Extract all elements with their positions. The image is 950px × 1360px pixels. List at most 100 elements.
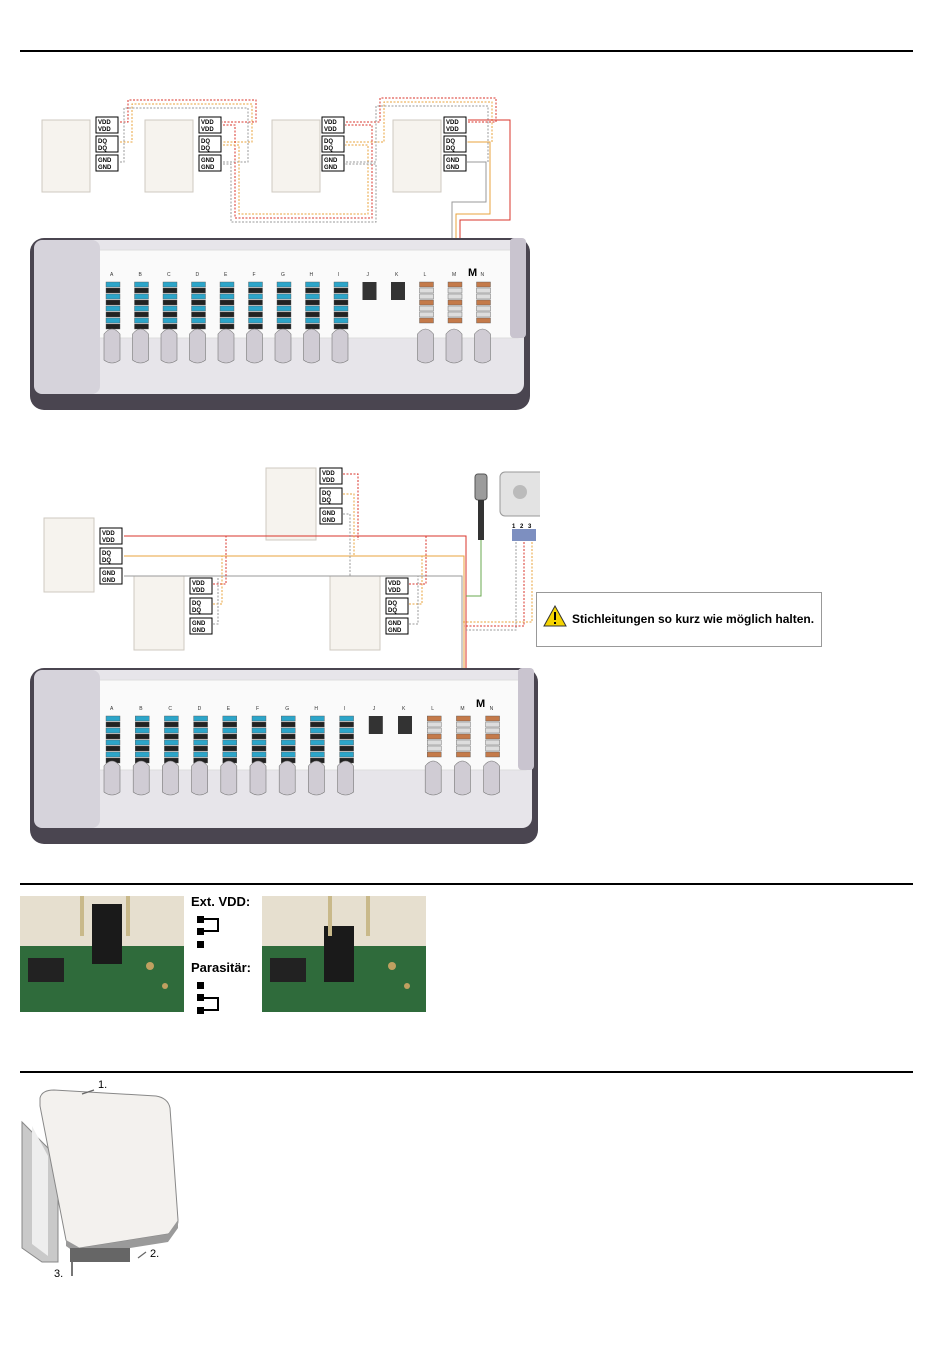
terminal-slot (456, 721, 471, 728)
terminal-label: GND (201, 158, 215, 164)
wiring-diagram-star: VDD VDD DQ DQ GND GND VDD VDD DQ DQ GND … (30, 467, 540, 844)
terminal-label: DQ (446, 139, 455, 145)
terminal-slot (219, 317, 235, 324)
step-label-1: 1. (98, 1079, 108, 1091)
valve-socket (424, 760, 442, 796)
terminal-slot (105, 745, 121, 752)
valve-socket (103, 760, 121, 796)
terminal-slot (134, 745, 150, 752)
terminal-label: DQ (324, 146, 333, 152)
terminal-slot (105, 727, 121, 734)
terminal-slot (476, 311, 491, 318)
terminal-slot (134, 727, 150, 734)
connector-block (391, 282, 405, 300)
terminal-slot (162, 317, 178, 324)
terminal-slot (105, 721, 121, 728)
terminal-slot (105, 293, 121, 300)
terminal-slot (105, 733, 121, 740)
terminal-slot (485, 715, 500, 722)
zone-letter: C (168, 706, 172, 712)
terminal-label: VDD (388, 581, 401, 587)
room-sensor-4 (392, 119, 442, 193)
section-divider-top (20, 50, 913, 52)
terminal-label: DQ (324, 139, 333, 145)
terminal-slot (222, 721, 238, 728)
terminal-slot (162, 323, 178, 330)
terminal-slot (281, 715, 296, 722)
connector-block (398, 716, 412, 734)
terminal-label: VDD (192, 588, 205, 594)
terminal-slot (191, 299, 206, 306)
terminal-slot (219, 323, 235, 330)
terminal-slot (476, 305, 491, 312)
terminal-slot (281, 751, 296, 758)
terminal-slot (447, 281, 463, 288)
sensor-wiring (124, 473, 533, 692)
terminal-slot (339, 727, 354, 734)
terminal-block-4: VDD VDD DQ DQ GND GND (443, 116, 467, 172)
terminal-label: VDD (98, 120, 111, 126)
terminal-label: VDD (201, 120, 214, 126)
terminal-slot (134, 299, 149, 306)
terminal-slot (339, 715, 354, 722)
terminal-label: DQ (446, 146, 455, 152)
zone-letter: K (395, 272, 399, 278)
terminal-label: GND (446, 158, 460, 164)
terminal-slot (248, 317, 263, 324)
terminal-slot (219, 281, 235, 288)
terminal-slot (276, 287, 292, 294)
room-sensor-2 (144, 119, 194, 193)
terminal-label: DQ (98, 146, 107, 152)
terminal-slot (105, 317, 121, 324)
terminal-label: VDD (98, 127, 111, 133)
terminal-slot (310, 745, 325, 752)
zone-letter: I (344, 706, 345, 712)
terminal-slot (339, 751, 354, 758)
zone-letter: G (281, 272, 285, 278)
terminal-slot (333, 293, 349, 300)
terminal-number: 1 (512, 524, 516, 530)
terminal-slot (476, 281, 491, 288)
terminal-slot (276, 311, 292, 318)
zone-letter: M (460, 706, 464, 712)
valve-socket (454, 760, 471, 796)
valve-socket (337, 760, 354, 796)
terminal-slot (281, 733, 296, 740)
terminal-slot (333, 311, 349, 318)
valve-socket (483, 760, 500, 796)
step-label-2: 2. (150, 1248, 160, 1260)
zone-letter: L (431, 706, 434, 712)
valve-socket (274, 328, 292, 364)
terminal-slot (219, 311, 235, 318)
terminal-slot (339, 745, 354, 752)
terminal-slot (305, 311, 320, 318)
terminal-slot (447, 287, 463, 294)
zone-letter: K (402, 706, 406, 712)
valve-socket (189, 328, 206, 364)
terminal-slot (251, 733, 267, 740)
terminal-slot (456, 745, 471, 752)
terminal-label: VDD (102, 538, 115, 544)
terminal-slot (419, 305, 434, 312)
terminal-slot (419, 287, 434, 294)
terminal-slot (193, 727, 208, 734)
terminal-slot (162, 281, 178, 288)
terminal-slot (281, 739, 296, 746)
terminal-slot (485, 751, 500, 758)
terminal-slot (248, 287, 263, 294)
terminal-slot (222, 745, 238, 752)
parasitic-label: Parasitär: (191, 960, 251, 975)
terminal-label: VDD (322, 471, 335, 477)
terminal-number: 3 (528, 524, 532, 530)
terminal-slot (222, 733, 238, 740)
terminal-label: DQ (102, 551, 111, 557)
zone-letter: B (139, 272, 143, 278)
terminal-slot (339, 721, 354, 728)
zone-letter: E (224, 272, 228, 278)
jumper-parasitic-icon (197, 982, 219, 1014)
valve-socket (132, 328, 149, 364)
terminal-slot (162, 305, 178, 312)
room-sensor-1 (43, 517, 95, 593)
terminal-slot (134, 739, 150, 746)
